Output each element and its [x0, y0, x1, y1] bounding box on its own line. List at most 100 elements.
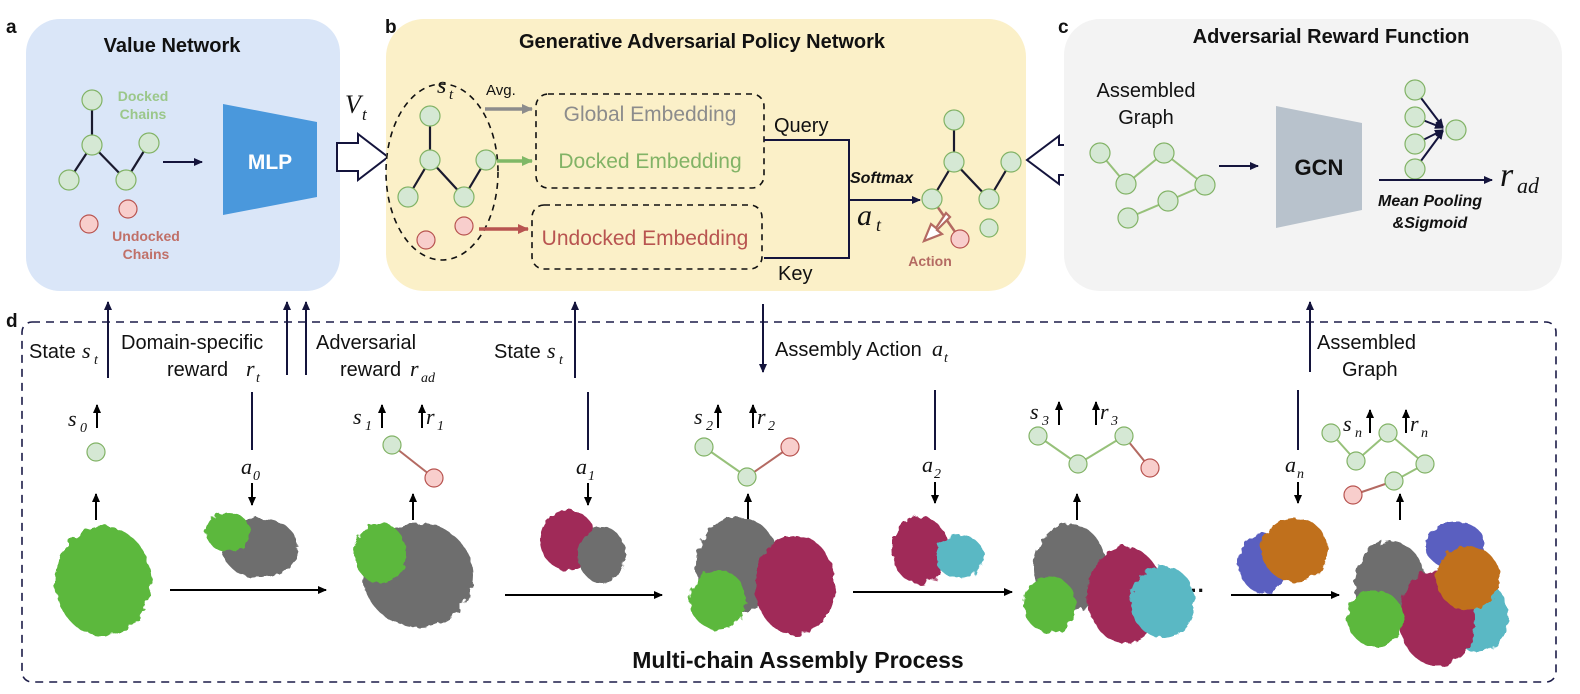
s3-symbol: s	[1030, 399, 1039, 424]
domain-reward-label: Domain-specific	[121, 332, 263, 354]
value-output: V t	[336, 90, 390, 183]
rn-symbol: r	[1410, 411, 1419, 436]
docked-node	[979, 218, 999, 238]
an-subscript: n	[1297, 467, 1304, 482]
panel-a-background	[26, 19, 340, 291]
state-node	[1068, 454, 1088, 474]
value-hollow-arrow	[336, 131, 390, 183]
s0-subscript: 0	[80, 421, 87, 436]
state-node	[382, 435, 402, 455]
state-label: State	[29, 341, 76, 363]
rad-symbol: r	[1500, 157, 1514, 194]
state-node	[694, 437, 714, 457]
docked-node	[921, 188, 943, 210]
graph-node	[1115, 173, 1137, 195]
a0-symbol: a	[241, 454, 252, 479]
s1-symbol: s	[353, 404, 362, 429]
protein-chain-orange	[1262, 518, 1328, 582]
mlp-label: MLP	[248, 151, 292, 174]
panel-b-letter: b	[385, 17, 397, 38]
pool-node	[1404, 158, 1426, 180]
adv-reward-label-2: reward	[340, 359, 401, 381]
rad-subscript: ad	[1517, 173, 1540, 198]
a1-symbol: a	[576, 454, 587, 479]
st-symbol: s	[437, 73, 446, 99]
state-label-2: State	[494, 341, 541, 363]
docked-node	[943, 151, 965, 173]
assembled-graph	[1089, 142, 1216, 229]
state-node	[86, 442, 106, 462]
panel-c-reward-function: c Adversarial Reward Function Assembled …	[1058, 17, 1562, 291]
protein-chain-cyan	[936, 535, 984, 579]
undocked-node	[118, 199, 138, 219]
state-node	[1378, 423, 1398, 443]
st-subscript: t	[449, 87, 454, 103]
docked-node	[81, 89, 103, 111]
a0-subscript: 0	[253, 469, 260, 484]
state-subscript-2: t	[559, 353, 564, 368]
undocked-chains-label: Undocked	[112, 228, 180, 244]
an-symbol: a	[1285, 452, 1296, 477]
action-2: a 2	[922, 390, 941, 504]
r1-subscript: 1	[437, 419, 444, 434]
step-2: s 2 r 2	[694, 404, 800, 520]
v-symbol: V	[345, 90, 364, 119]
docked-node	[453, 186, 475, 208]
sigmoid-label: &Sigmoid	[1393, 215, 1469, 232]
docked-node	[943, 109, 965, 131]
r2-subscript: 2	[768, 419, 775, 434]
docked-node	[978, 188, 1000, 210]
step-3: s 3 r 3	[1028, 399, 1160, 520]
softmax-label: Softmax	[850, 170, 914, 187]
pooling-label: Mean Pooling	[1378, 193, 1482, 210]
docked-chains-label: Docked	[118, 88, 169, 104]
action-0: a 0	[241, 392, 260, 506]
graph-node	[1153, 142, 1175, 164]
action-hollow-arrow	[922, 211, 952, 243]
step-1: s 1 r 1	[353, 404, 444, 520]
state-node	[1343, 485, 1363, 505]
protein-chain-cyan	[1131, 566, 1195, 638]
state-node	[1321, 423, 1341, 443]
undocked-chains-label-2: Chains	[123, 246, 170, 262]
s3-subscript: 3	[1041, 414, 1049, 429]
state-node	[1346, 451, 1366, 471]
panel-d-letter: d	[6, 311, 18, 332]
state-node	[1384, 471, 1404, 491]
panel-b-policy-network: b Generative Adversarial Policy Network …	[385, 17, 1026, 291]
s0-symbol: s	[68, 406, 77, 431]
state-subscript: t	[94, 353, 99, 368]
s2-subscript: 2	[706, 419, 713, 434]
state-node	[780, 437, 800, 457]
rn-subscript: n	[1421, 426, 1428, 441]
protein-chain-green	[1347, 590, 1403, 646]
state-node	[737, 467, 757, 487]
action-n: a n	[1285, 390, 1304, 504]
protein-chain-green	[55, 526, 151, 636]
pool-node	[1404, 79, 1426, 101]
key-embedding-box	[531, 204, 763, 270]
protein-chain-orange	[1436, 546, 1500, 610]
policy-state-graph	[397, 105, 497, 250]
panel-a-title: Value Network	[104, 35, 242, 57]
docked-chains-label-2: Chains	[120, 106, 167, 122]
adv-reward-label: Adversarial	[316, 332, 416, 354]
protein-chain-magenta	[892, 516, 948, 584]
protein-chain-green	[690, 570, 746, 630]
assembled-graph-label: Assembled	[1097, 80, 1196, 102]
assembled-graph-d-label-2: Graph	[1342, 359, 1398, 381]
s1-subscript: 1	[365, 419, 372, 434]
assembly-action-symbol: a	[932, 336, 943, 361]
state-symbol-2: s	[547, 338, 556, 363]
undocked-node	[416, 230, 436, 250]
state-node	[424, 468, 444, 488]
undocked-node	[454, 216, 474, 236]
sn-subscript: n	[1355, 426, 1362, 441]
assembled-graph-d-label: Assembled	[1317, 332, 1416, 354]
graph-node	[1089, 142, 1111, 164]
panel-d-border	[21, 321, 1557, 683]
a2-symbol: a	[922, 452, 933, 477]
docked-node	[81, 134, 103, 156]
panel-b-background	[386, 19, 1026, 291]
